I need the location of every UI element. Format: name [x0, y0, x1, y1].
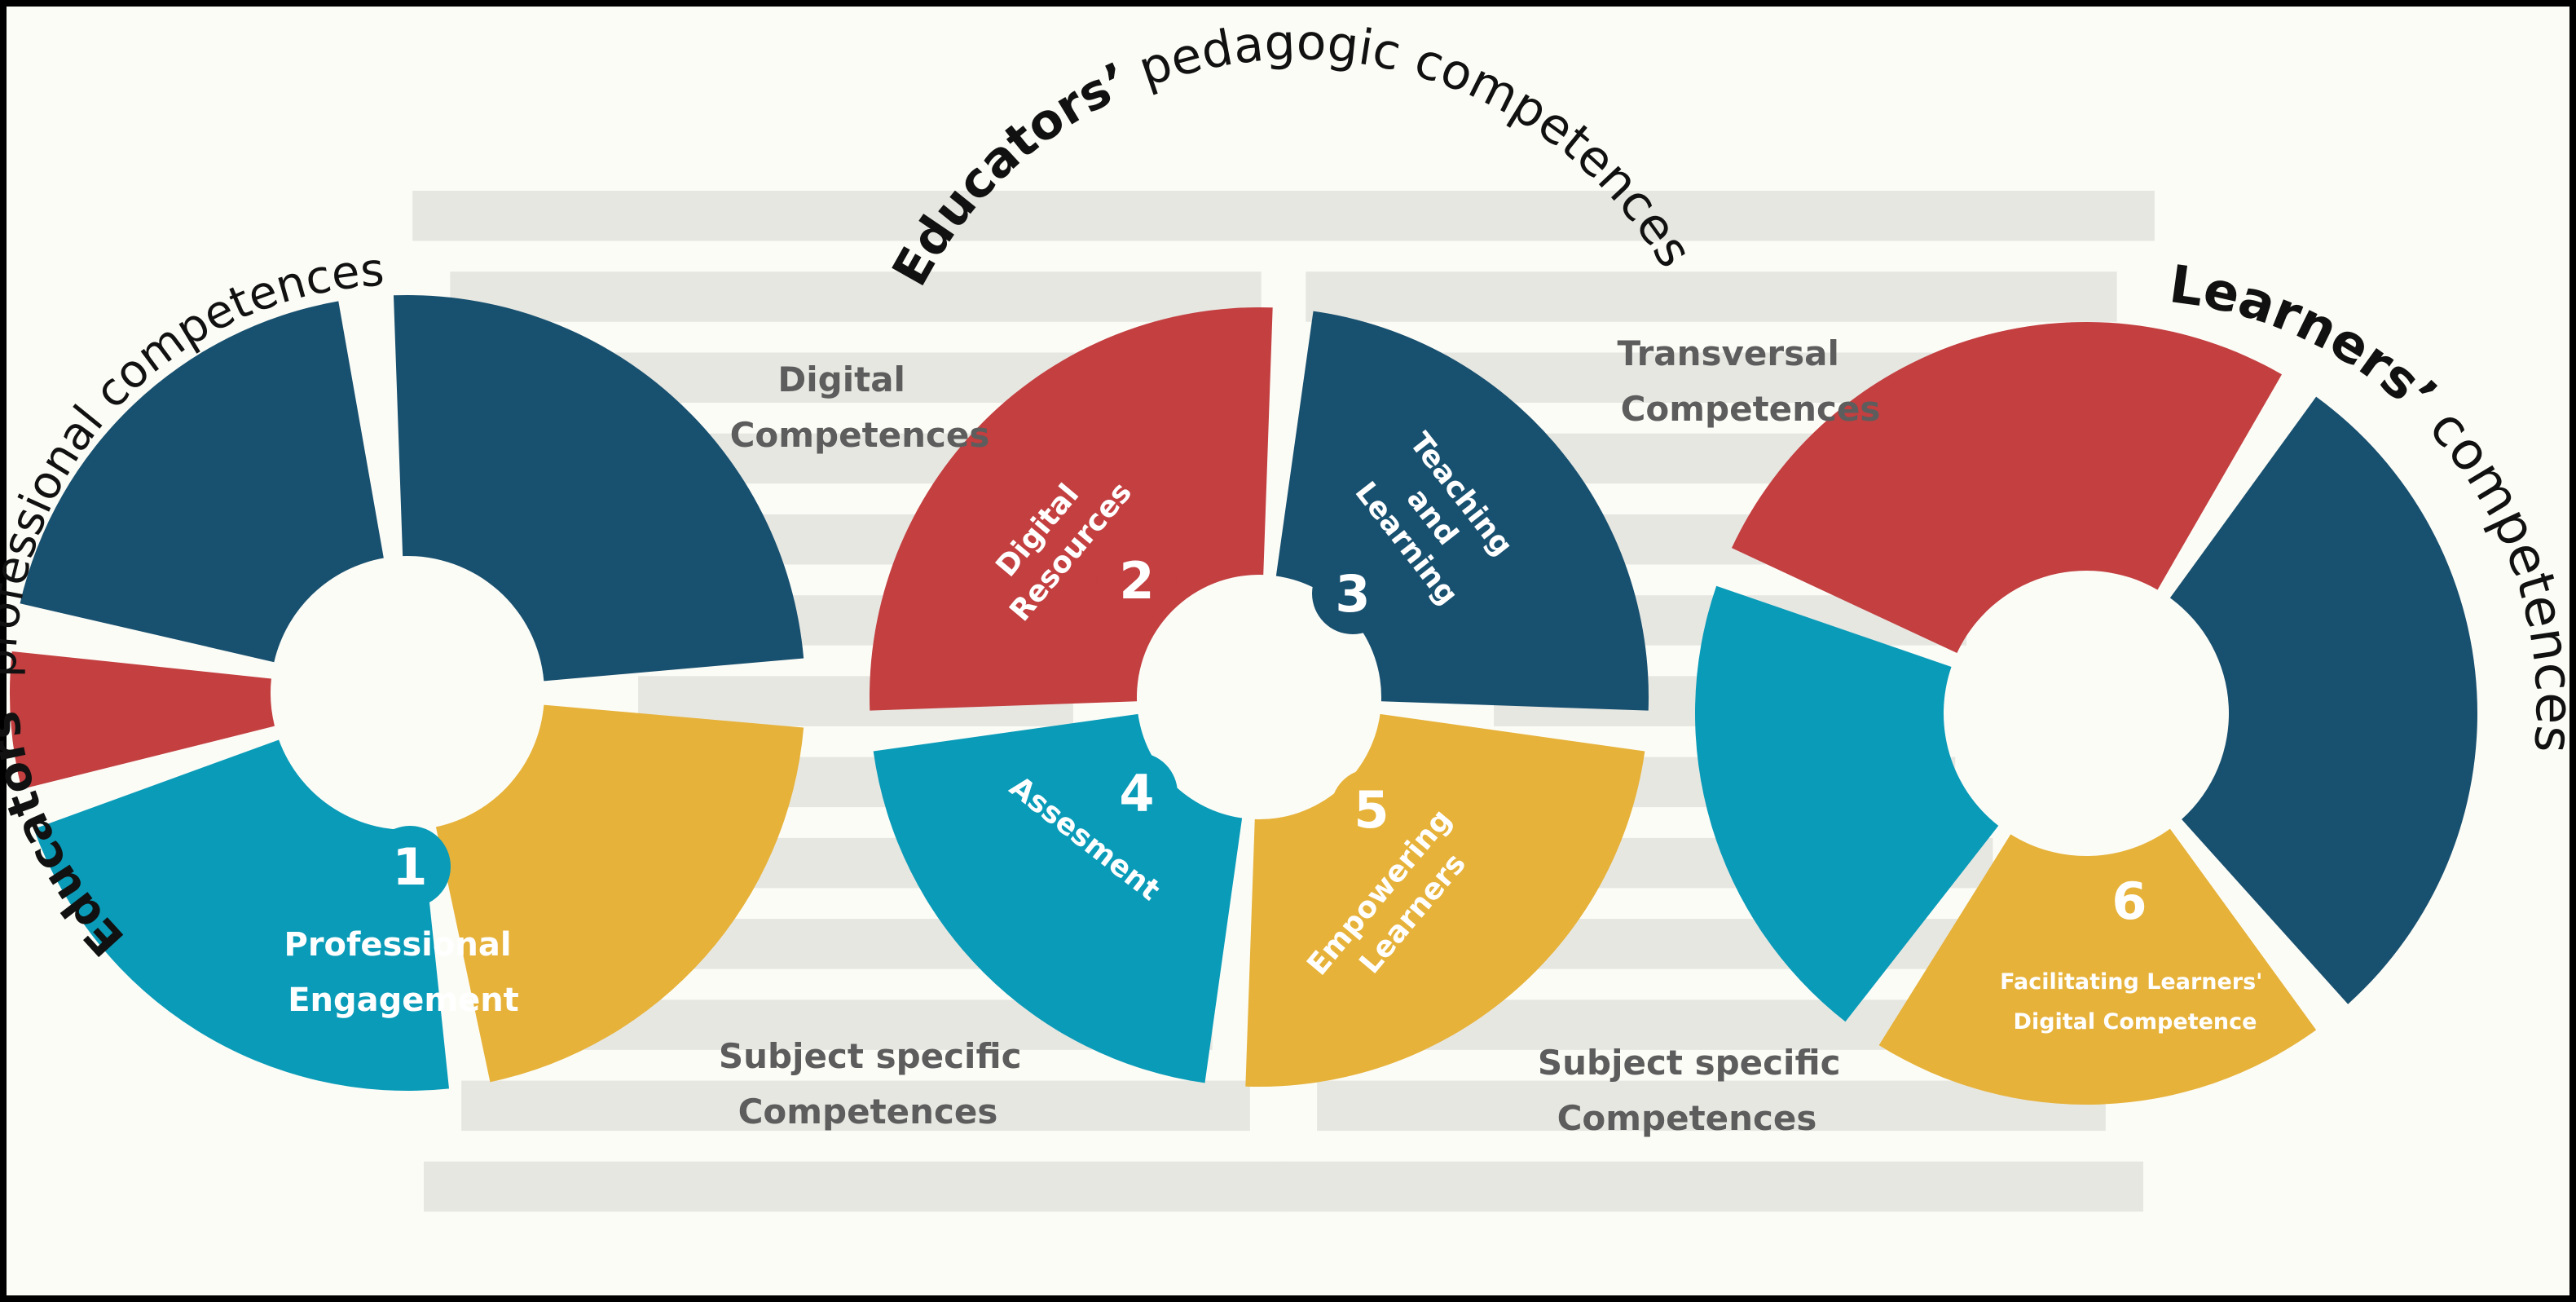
left-hourglass-band: [461, 1080, 1250, 1132]
left-ring-gold-segment: [435, 704, 804, 1083]
area-6-label: Facilitating Learners' Digital Competenc…: [2000, 969, 2270, 1035]
area-3-number: 3: [1335, 564, 1370, 624]
ring-professional: [9, 295, 804, 1091]
right-hourglass-band: [1317, 1080, 2106, 1132]
left-hourglass-band: [412, 191, 1299, 241]
area-4-number: 4: [1119, 764, 1154, 823]
right-hourglass-band: [1279, 1161, 2144, 1212]
right-hourglass-band: [1306, 271, 2117, 322]
left-ring-teal-segment: [33, 739, 450, 1091]
area-2-number: 2: [1119, 551, 1154, 611]
right-hourglass-band: [1268, 191, 2155, 241]
area-1-badge-circle: [369, 826, 451, 907]
area-4-badge: 4: [1096, 752, 1178, 834]
area-5-number: 5: [1354, 780, 1389, 840]
left-ring-red-segment: [9, 651, 275, 790]
digital-competences-label: Digital Competences: [730, 360, 990, 455]
area-6-badge: 6: [2089, 860, 2170, 942]
right-ring-navy-segment: [2169, 396, 2477, 1004]
subject-specific-left-label: Subject specific Competences: [719, 1036, 1033, 1132]
area-2-badge: 2: [1096, 540, 1178, 621]
area-5-badge: 5: [1331, 769, 1412, 850]
right-ring-teal-segment: [1695, 585, 1999, 1022]
area-3-badge-circle: [1312, 553, 1394, 634]
area-6-number: 6: [2111, 871, 2147, 931]
right-ring-gold-segment: [1878, 828, 2317, 1105]
right-ring-red-segment: [1731, 322, 2282, 654]
area-5-badge-circle: [1331, 769, 1412, 850]
transversal-competences-label: Transversal Competences: [1618, 333, 1881, 429]
area-1-label: Professional Engagement: [284, 926, 523, 1019]
subject-specific-right-label: Subject specific Competences: [1538, 1043, 1852, 1138]
left-hourglass-band: [423, 1161, 1288, 1212]
area-6-badge-circle: [2089, 860, 2170, 942]
left-ring-navy-segment: [20, 301, 384, 663]
area-1-badge: 1: [369, 826, 451, 907]
area-3-badge: 3: [1312, 553, 1394, 634]
area-2-badge-circle: [1096, 540, 1178, 621]
area-1-number: 1: [392, 837, 427, 897]
mid-ring-red-segment: [870, 307, 1273, 711]
left-ring-navy-segment-2: [393, 295, 804, 682]
ring-learners: [1695, 322, 2477, 1105]
area-4-badge-circle: [1096, 752, 1178, 834]
left-hourglass-band: [450, 271, 1262, 322]
